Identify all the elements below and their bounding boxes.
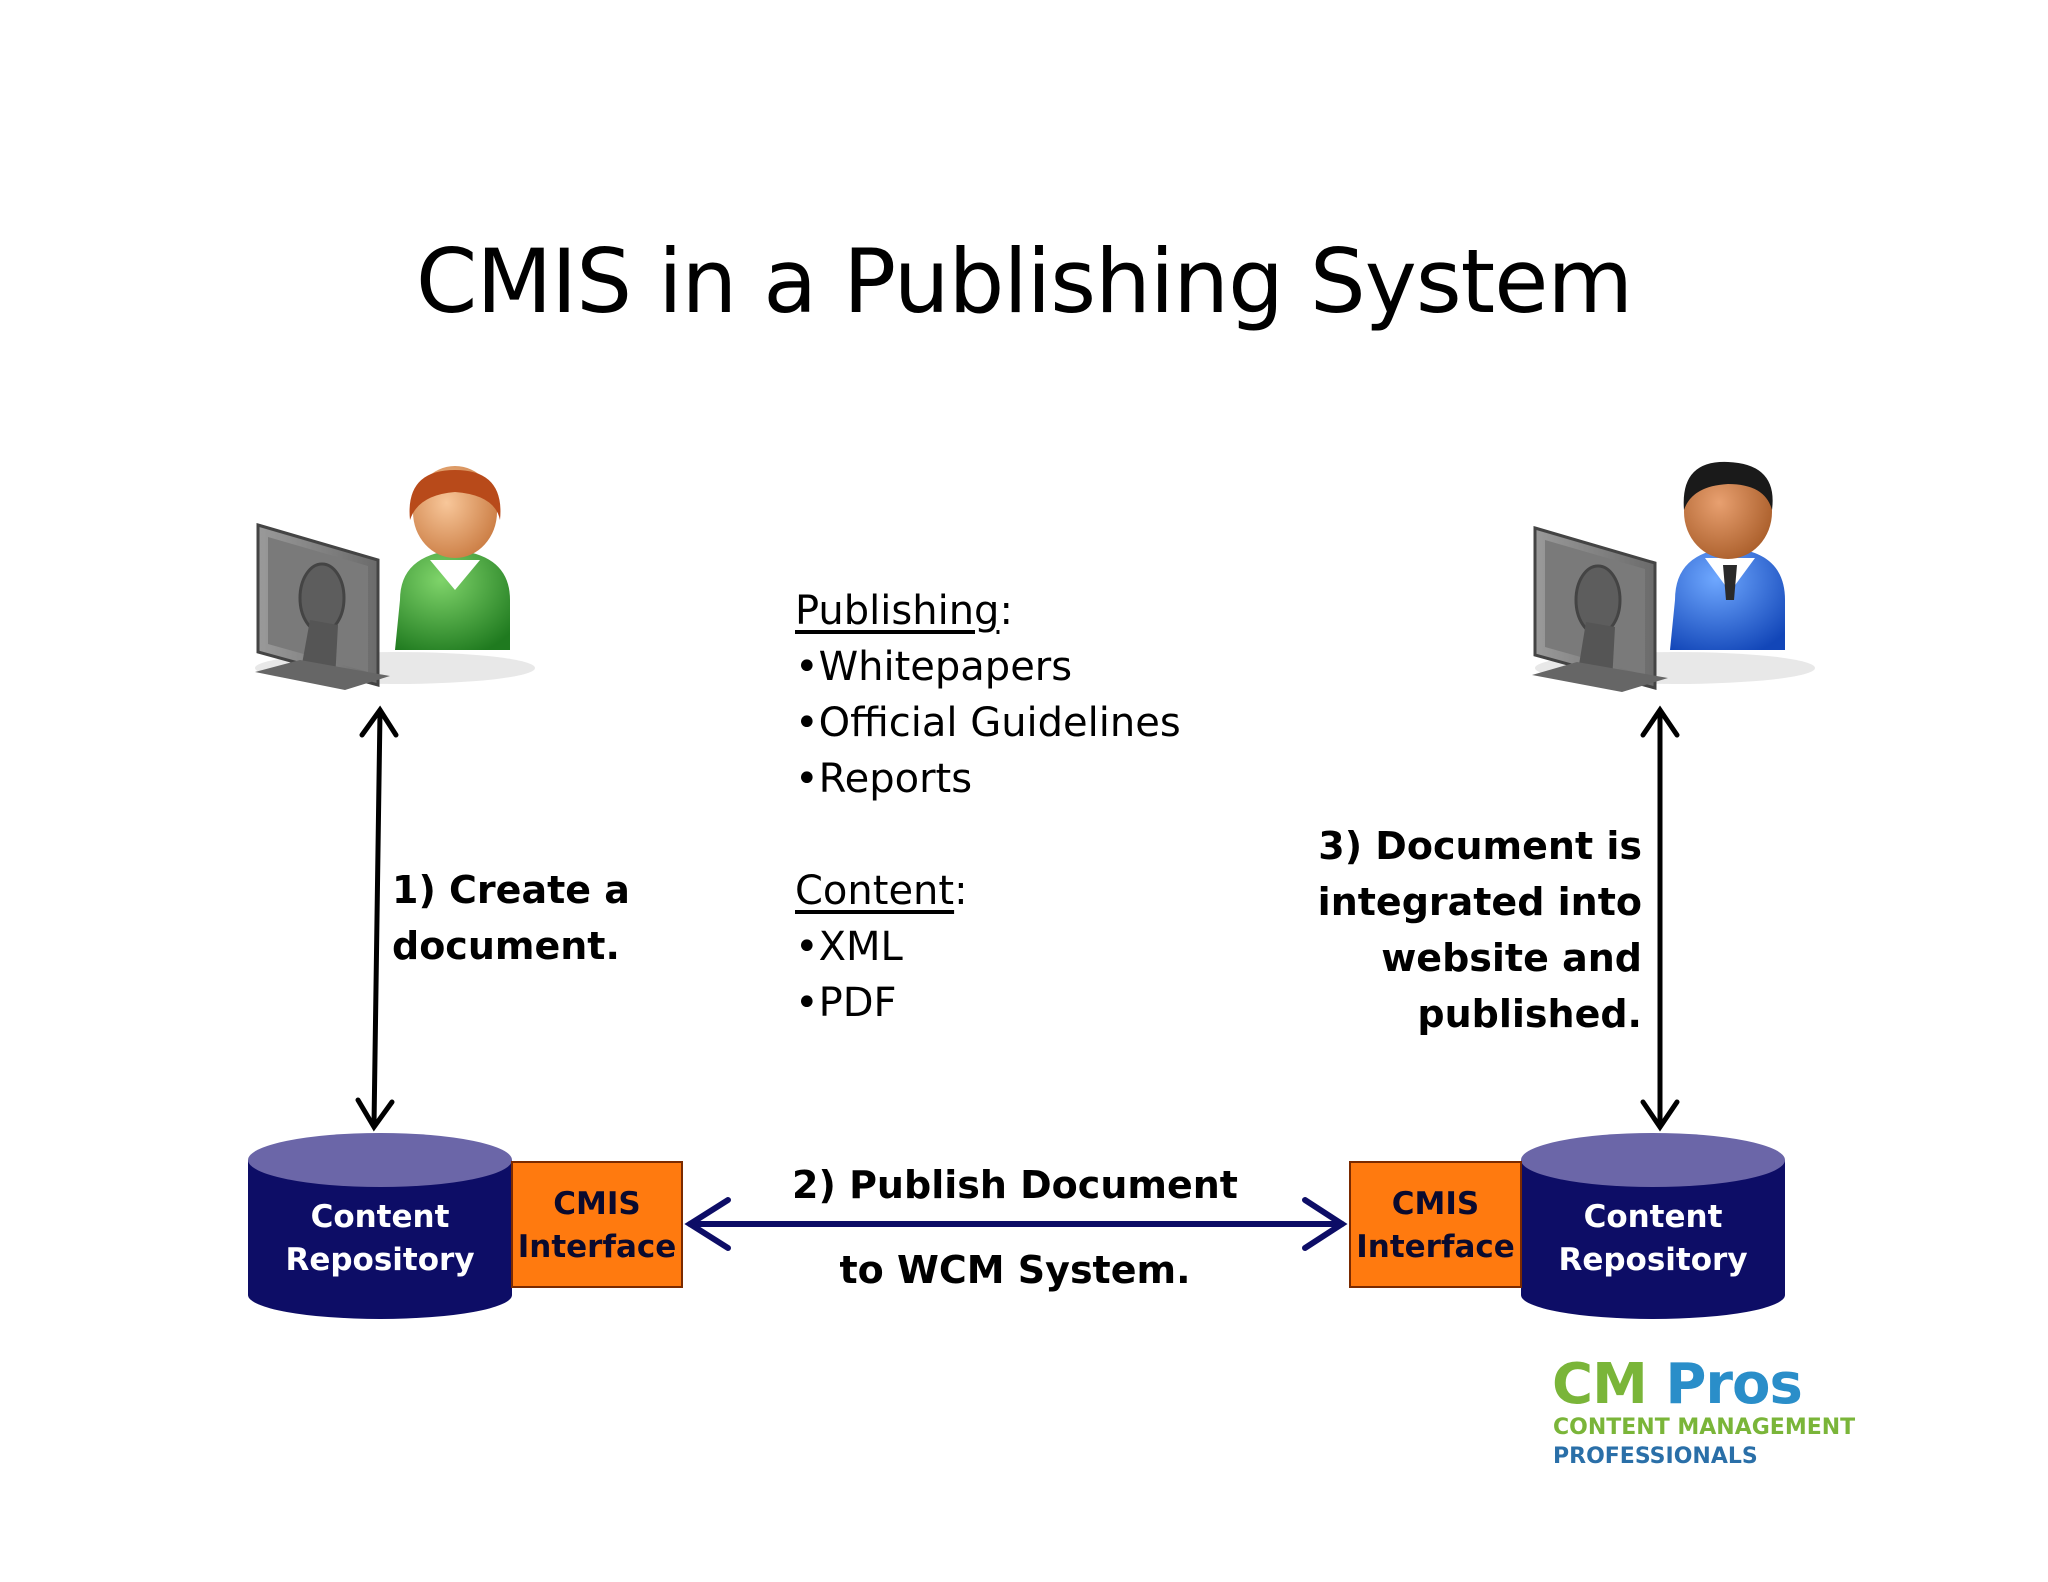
- wcm-transfer-arrow: [684, 1197, 1348, 1251]
- list-item: PDF: [795, 975, 968, 1031]
- left-repository-label: Content Repository: [285, 1199, 475, 1278]
- step-3-line-4: published.: [1417, 992, 1642, 1036]
- cmpros-logo-subtitle: CONTENT MANAGEMENT PROFESSIONALS: [1553, 1415, 1856, 1469]
- list-item: Official Guidelines: [795, 695, 1181, 751]
- content-heading: Content:: [795, 868, 968, 914]
- content-list: Content: XML PDF: [795, 863, 968, 1031]
- create-document-arrow: [355, 705, 399, 1132]
- list-item: XML: [795, 919, 968, 975]
- list-item: Whitepapers: [795, 639, 1181, 695]
- step-1-line-2: document.: [392, 924, 620, 968]
- step-3-line-2: integrated into: [1317, 880, 1642, 924]
- list-item: Reports: [795, 751, 1181, 807]
- female-user-at-computer-icon: [255, 466, 535, 690]
- left-content-repository: [248, 1133, 512, 1319]
- publish-document-arrow: [1640, 705, 1680, 1132]
- publishing-heading: Publishing:: [795, 588, 1013, 634]
- right-cmis-interface-box: [1349, 1161, 1522, 1288]
- step-3-label: 3) Document is integrated into website a…: [1290, 818, 1642, 1042]
- publishing-list: Publishing: Whitepapers Official Guideli…: [795, 583, 1181, 807]
- step-2-label-line-2: to WCM System.: [839, 1248, 1191, 1292]
- page-title: CMIS in a Publishing System: [415, 230, 1633, 333]
- right-repository-label: Content Repository: [1558, 1199, 1748, 1278]
- step-3-line-3: website and: [1381, 936, 1642, 980]
- right-cmis-label: CMIS Interface: [1356, 1186, 1515, 1265]
- male-user-at-computer-icon: [1532, 461, 1815, 692]
- step-3-line-1: 3) Document is: [1318, 824, 1642, 868]
- step-2-label-line-1: 2) Publish Document: [792, 1163, 1238, 1207]
- cmpros-logo: CM Pros: [1552, 1352, 1803, 1417]
- step-1-label: 1) Create a document.: [392, 862, 630, 974]
- left-cmis-label: CMIS Interface: [517, 1186, 677, 1265]
- step-1-line-1: 1) Create a: [392, 868, 630, 912]
- right-content-repository: [1521, 1133, 1785, 1319]
- left-cmis-interface-box: [511, 1161, 683, 1288]
